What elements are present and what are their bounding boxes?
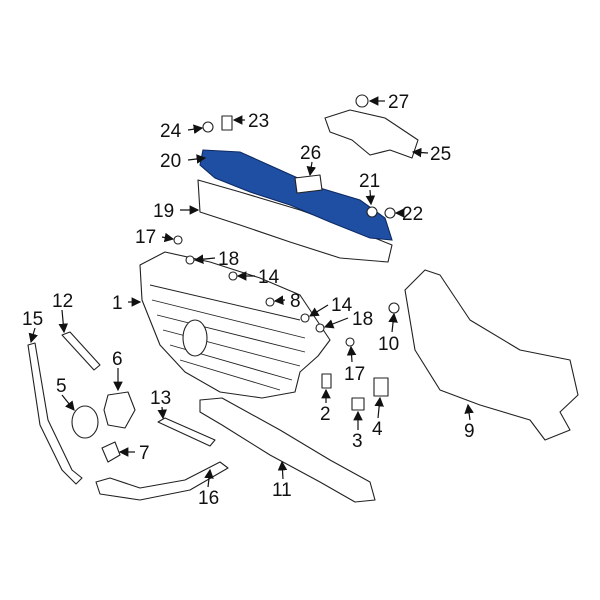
callout-5[interactable]: 5 bbox=[56, 376, 67, 397]
callout-11[interactable]: 11 bbox=[272, 480, 292, 501]
callout-14-a[interactable]: 14 bbox=[258, 267, 280, 288]
part-7-clip[interactable] bbox=[101, 441, 121, 463]
part-6-bracket[interactable] bbox=[103, 391, 136, 429]
part-9-support[interactable] bbox=[404, 269, 579, 441]
callout-24[interactable]: 24 bbox=[160, 121, 182, 142]
callout-27[interactable]: 27 bbox=[388, 92, 409, 113]
part-5-emblem[interactable] bbox=[71, 405, 99, 439]
callout-4[interactable]: 4 bbox=[372, 419, 383, 440]
callout-17-b[interactable]: 17 bbox=[344, 364, 365, 385]
fasteners bbox=[173, 94, 400, 411]
callout-15[interactable]: 15 bbox=[22, 309, 43, 330]
callout-arrows bbox=[28, 96, 474, 488]
part-15-molding[interactable] bbox=[27, 342, 83, 485]
callout-17-a[interactable]: 17 bbox=[135, 227, 156, 248]
callout-18-b[interactable]: 18 bbox=[352, 309, 373, 330]
part-26-pad[interactable] bbox=[294, 174, 323, 194]
callout-18-a[interactable]: 18 bbox=[218, 249, 239, 270]
part-25-bracket[interactable] bbox=[324, 109, 419, 159]
callout-23[interactable]: 23 bbox=[248, 111, 269, 132]
callout-25[interactable]: 25 bbox=[430, 144, 451, 165]
callout-16[interactable]: 16 bbox=[198, 488, 219, 509]
callout-19[interactable]: 19 bbox=[153, 201, 174, 222]
callout-7[interactable]: 7 bbox=[139, 443, 150, 464]
callout-1[interactable]: 1 bbox=[112, 293, 123, 314]
callout-labels: 27 24 23 20 26 25 21 22 19 17 18 14 1 8 … bbox=[22, 92, 475, 509]
callout-10[interactable]: 10 bbox=[378, 334, 399, 355]
part-13-molding[interactable] bbox=[157, 417, 216, 447]
callout-8[interactable]: 8 bbox=[290, 291, 301, 312]
callout-2[interactable]: 2 bbox=[320, 404, 331, 425]
callout-14-b[interactable]: 14 bbox=[331, 295, 353, 316]
part-1-grille[interactable] bbox=[139, 251, 331, 399]
callout-12[interactable]: 12 bbox=[52, 291, 73, 312]
part-19-panel[interactable] bbox=[197, 179, 393, 263]
part-20-deflector[interactable] bbox=[199, 149, 393, 241]
callout-22[interactable]: 22 bbox=[402, 204, 423, 225]
callout-3[interactable]: 3 bbox=[352, 431, 363, 452]
callout-9[interactable]: 9 bbox=[464, 421, 475, 442]
callout-6[interactable]: 6 bbox=[112, 349, 123, 370]
part-11-bracket[interactable] bbox=[199, 397, 376, 503]
callout-21[interactable]: 21 bbox=[359, 171, 380, 192]
part-16-molding[interactable] bbox=[95, 461, 229, 501]
callout-20[interactable]: 20 bbox=[160, 151, 181, 172]
grille-emblem-mount bbox=[182, 319, 208, 357]
callout-26[interactable]: 26 bbox=[300, 143, 321, 164]
callout-13[interactable]: 13 bbox=[150, 388, 171, 409]
part-12-molding[interactable] bbox=[61, 331, 101, 371]
